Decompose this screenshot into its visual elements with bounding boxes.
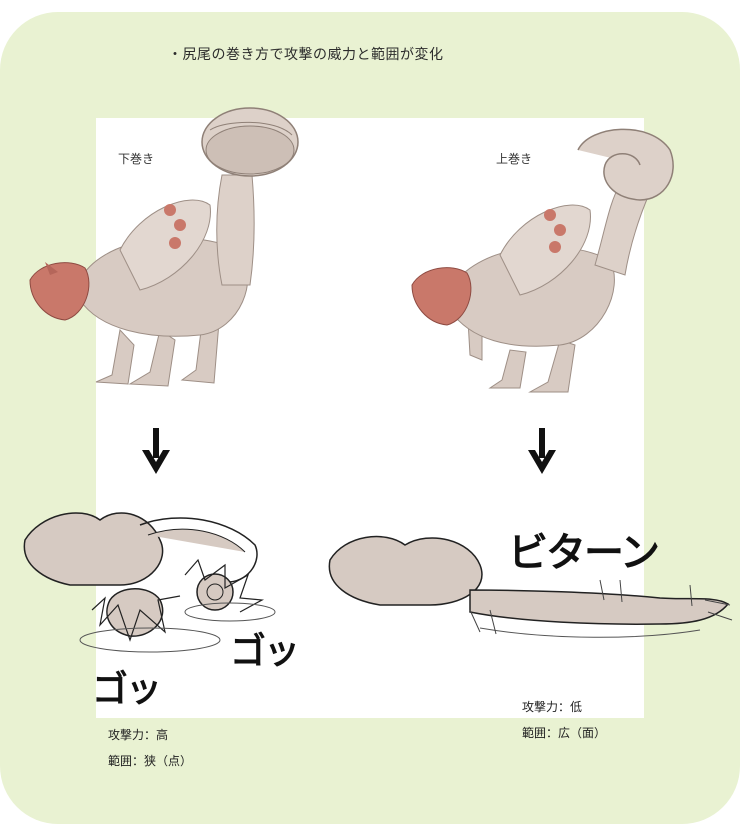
left-stat-power: 攻撃力：高 [108,728,169,742]
sfx-bitaan: ビターン [508,530,660,576]
sfx-gotsu-upper: ゴッ [230,631,300,672]
page-title: ・尻尾の巻き方で攻撃の威力と範囲が変化 [168,47,444,63]
sketch-bottom-right [328,535,733,638]
right-stat-power: 攻撃力：低 [522,700,583,714]
right-label: 上巻き [496,152,533,166]
left-stat-range: 範囲：狭（点） [108,754,193,768]
left-label: 下巻き [118,152,155,166]
right-stat-range: 範囲：広（面） [522,726,607,740]
arrow-down-left-icon [142,428,170,474]
sfx-gotsu-lower: ゴッ [92,669,162,710]
arrow-down-right-icon [528,428,556,474]
creature-top-right [411,128,674,393]
sketch-bottom-left [23,512,276,653]
creature-top-left [29,107,299,387]
